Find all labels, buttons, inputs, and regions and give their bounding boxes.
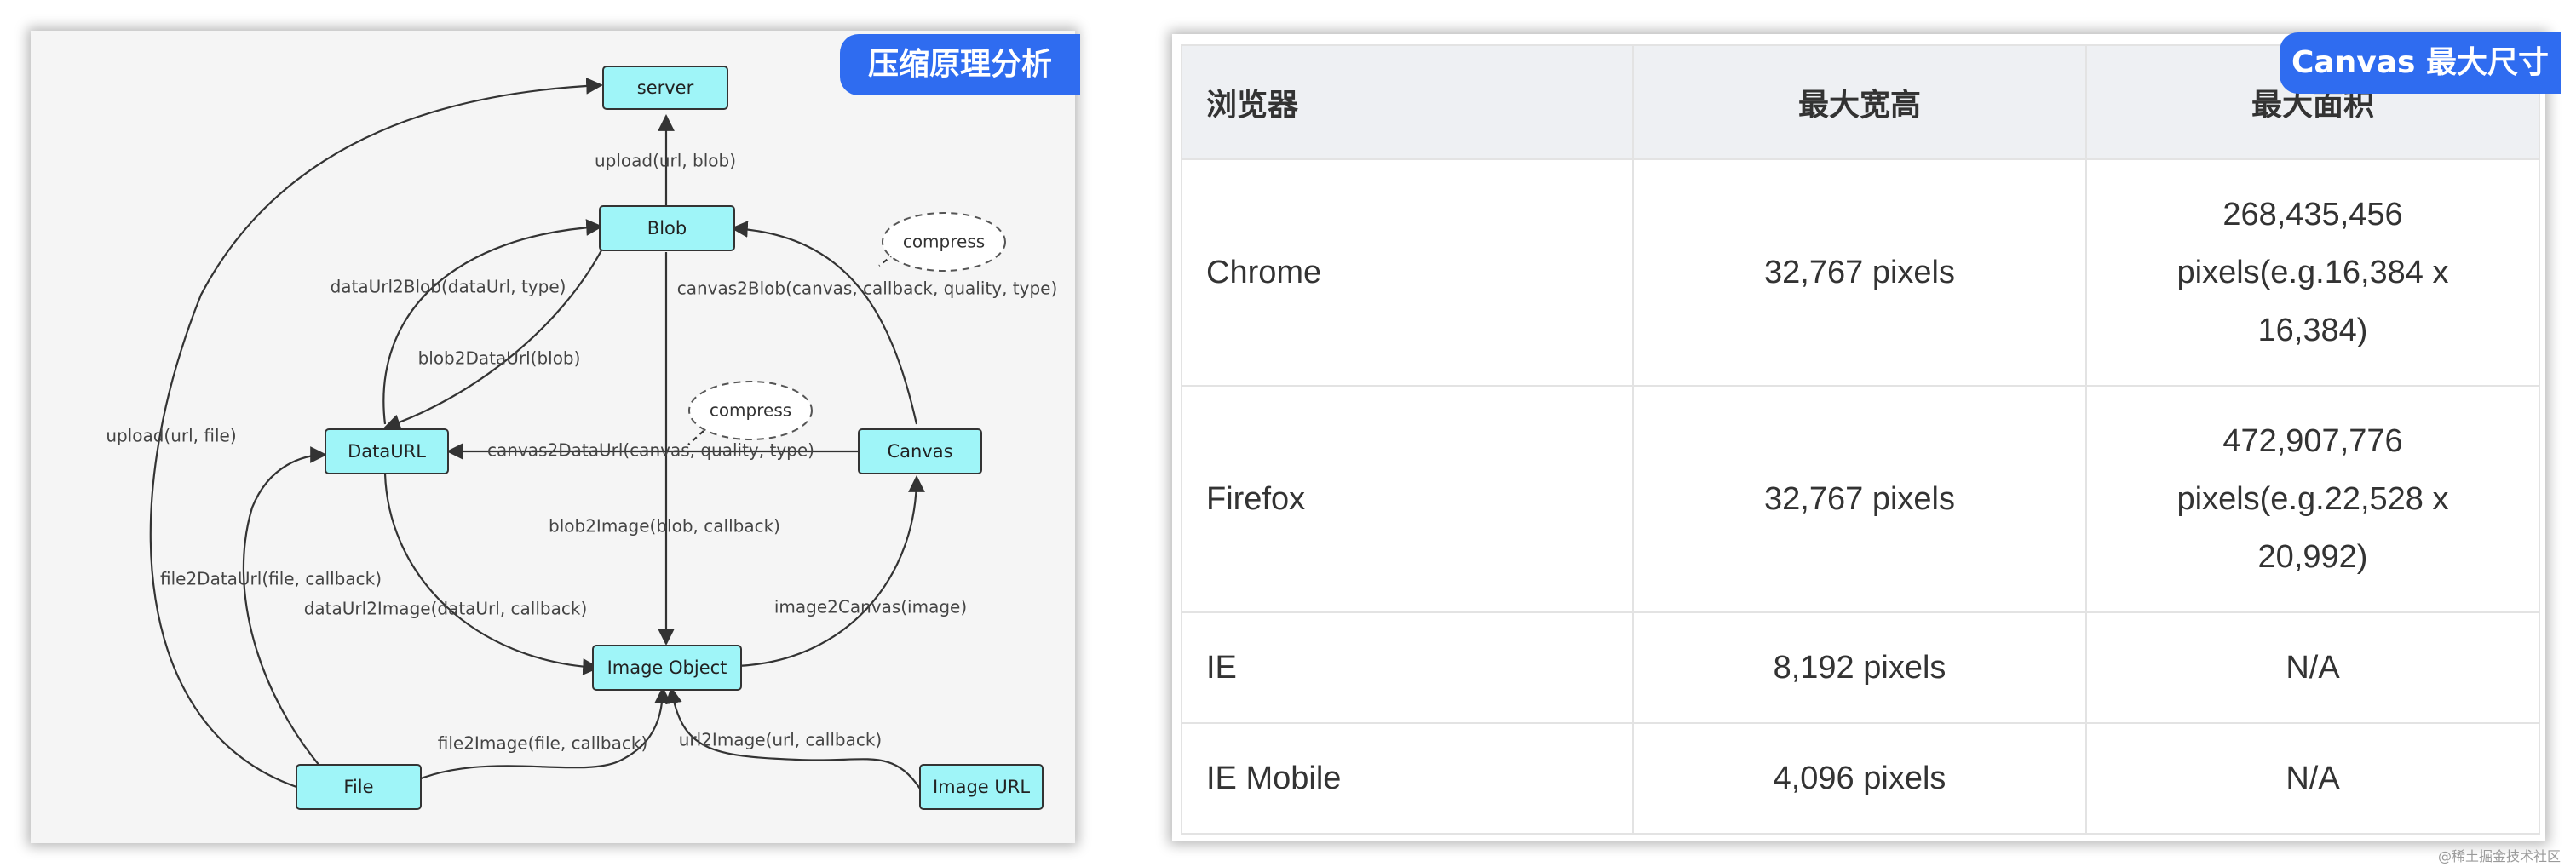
node-blob: Blob <box>599 205 735 251</box>
edge-upload-file <box>149 77 603 789</box>
edge-dataurl2blob <box>382 219 603 425</box>
svg-text:server: server <box>637 78 694 98</box>
edge-url2image <box>665 686 921 789</box>
label-blob2dataurl: blob2DataUrl(blob) <box>418 348 581 369</box>
svg-text:Image Object: Image Object <box>607 657 727 678</box>
label-dataurl2image: dataUrl2Image(dataUrl, callback) <box>304 599 588 619</box>
svg-text:DataURL: DataURL <box>348 441 426 462</box>
label-canvas2blob: canvas2Blob(canvas, callback, quality, t… <box>677 278 1058 299</box>
node-file: File <box>296 764 422 810</box>
label-dataurl2blob: dataUrl2Blob(dataUrl, type) <box>331 277 566 297</box>
edge-image2canvas <box>737 475 925 668</box>
cell-max-dimension: 4,096 pixels <box>1632 722 2087 835</box>
table-row: Chrome 32,767 pixels 268,435,456 pixels(… <box>1181 158 2540 387</box>
watermark: @稀土掘金技术社区 <box>2438 848 2562 864</box>
edge-dataurl2image <box>383 473 600 675</box>
compress-bubble-mid: compress <box>688 381 813 440</box>
cell-browser: Chrome <box>1181 158 1634 387</box>
edge-canvas2blob <box>731 221 918 425</box>
table-row: Firefox 32,767 pixels 472,907,776 pixels… <box>1181 385 2540 613</box>
node-dataurl: DataURL <box>325 428 449 474</box>
cell-max-area: 268,435,456 pixels(e.g.16,384 x 16,384) <box>2085 158 2540 387</box>
cell-max-dimension: 8,192 pixels <box>1632 611 2087 724</box>
label-url2image: url2Image(url, callback) <box>679 730 883 750</box>
node-image-url: Image URL <box>919 764 1044 810</box>
svg-text:compress: compress <box>903 232 985 252</box>
cell-browser: IE <box>1181 611 1634 724</box>
label-upload-blob: upload(url, blob) <box>595 151 736 171</box>
node-server: server <box>602 66 728 110</box>
cell-max-area: N/A <box>2085 722 2540 835</box>
table-title-badge: Canvas 最大尺寸 <box>2280 32 2561 94</box>
node-canvas: Canvas <box>858 428 982 474</box>
cell-browser: IE Mobile <box>1181 722 1634 835</box>
svg-text:Image URL: Image URL <box>933 777 1030 797</box>
table-row: IE Mobile 4,096 pixels N/A <box>1181 722 2540 835</box>
label-canvas2dataurl: canvas2DataUrl(canvas, quality, type) <box>487 440 814 461</box>
table-row: IE 8,192 pixels N/A <box>1181 611 2540 724</box>
svg-text:Canvas: Canvas <box>887 441 952 462</box>
edge-file2dataurl <box>242 446 327 767</box>
compress-bubble-top: compress <box>882 212 1006 272</box>
header-browser: 浏览器 <box>1181 44 1634 160</box>
label-upload-file: upload(url, file) <box>106 426 236 446</box>
canvas-size-table: 浏览器 最大宽高 最大面积 Chrome 32,767 pixels 268,4… <box>1181 44 2540 835</box>
table-header-row: 浏览器 最大宽高 最大面积 <box>1181 44 2540 160</box>
label-image2canvas: image2Canvas(image) <box>774 597 967 617</box>
svg-text:File: File <box>343 777 373 797</box>
compression-diagram-panel: server Blob DataURL Canvas Image Object … <box>31 31 1075 843</box>
svg-text:compress: compress <box>710 400 791 421</box>
bubble-pointer-mid <box>687 430 704 445</box>
cell-max-dimension: 32,767 pixels <box>1632 385 2087 613</box>
cell-max-area-text: 472,907,776 pixels(e.g.22,528 x 20,992) <box>2176 423 2449 575</box>
cell-max-area: 472,907,776 pixels(e.g.22,528 x 20,992) <box>2085 385 2540 613</box>
edge-blob2dataurl <box>383 250 602 431</box>
header-max-dimension: 最大宽高 <box>1632 44 2087 160</box>
label-blob2image: blob2Image(blob, callback) <box>549 516 780 537</box>
cell-max-dimension: 32,767 pixels <box>1632 158 2087 387</box>
node-image-object: Image Object <box>592 645 742 691</box>
label-file2dataurl: file2DataUrl(file, callback) <box>160 569 382 589</box>
label-file2image: file2Image(file, callback) <box>438 733 648 754</box>
cell-browser: Firefox <box>1181 385 1634 613</box>
edge-file2image <box>398 686 671 789</box>
flow-diagram: server Blob DataURL Canvas Image Object … <box>106 66 1058 810</box>
diagram-title-badge: 压缩原理分析 <box>840 34 1080 95</box>
cell-max-area-text: 268,435,456 pixels(e.g.16,384 x 16,384) <box>2176 197 2449 348</box>
cell-max-area: N/A <box>2085 611 2540 724</box>
svg-text:Blob: Blob <box>647 218 687 238</box>
